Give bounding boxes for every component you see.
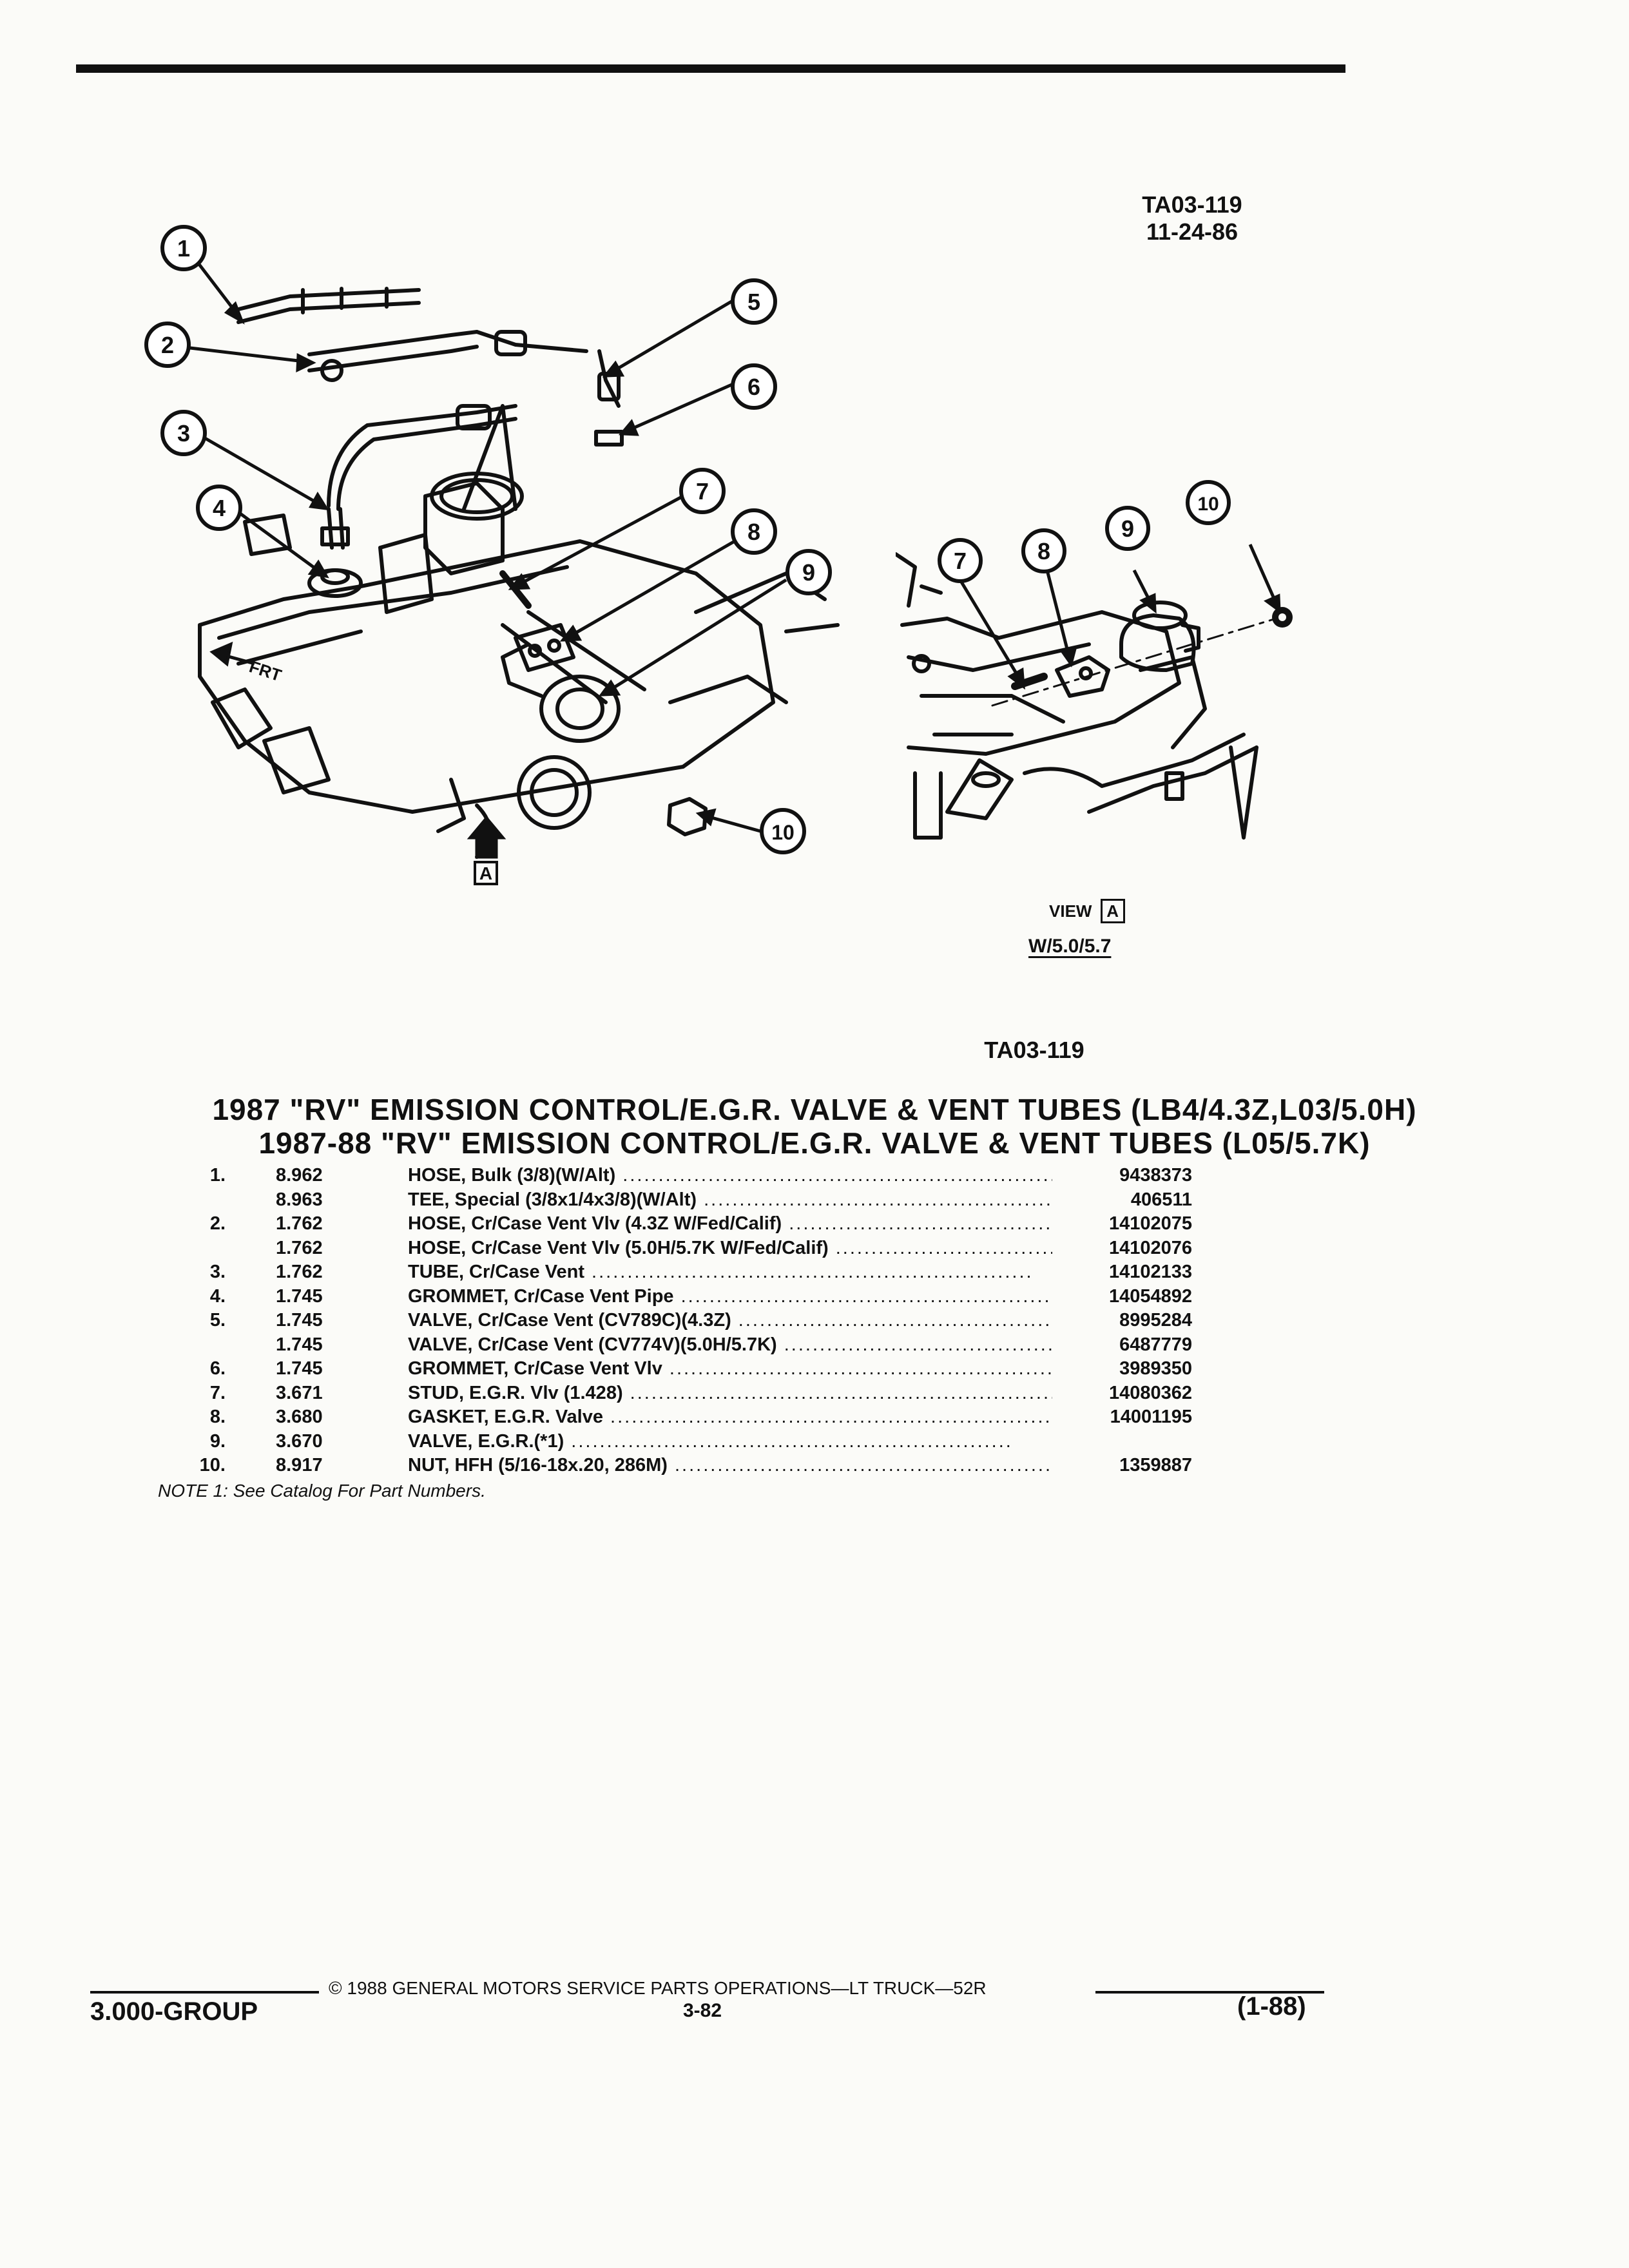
svg-text:9: 9 bbox=[802, 559, 815, 586]
footnote: NOTE 1: See Catalog For Part Numbers. bbox=[158, 1481, 486, 1501]
title-line-1: 1987 "RV" EMISSION CONTROL/E.G.R. VALVE … bbox=[212, 1093, 1417, 1126]
figure-code: TA03-119 bbox=[1142, 191, 1242, 218]
svg-text:7: 7 bbox=[696, 478, 709, 505]
svg-text:8: 8 bbox=[747, 519, 760, 545]
figure-code-bottom: TA03-119 bbox=[984, 1037, 1084, 1063]
callout-5 bbox=[731, 278, 777, 325]
svg-text:10: 10 bbox=[1197, 494, 1219, 515]
svg-text:3: 3 bbox=[177, 420, 190, 447]
revision-date: (1-88) bbox=[1237, 1992, 1306, 2021]
front-label: FRT bbox=[247, 657, 284, 685]
section-group: 3.000-GROUP bbox=[90, 1997, 258, 2026]
page-number: 3-82 bbox=[683, 2000, 722, 2021]
view-egr-valve bbox=[1119, 613, 1196, 672]
callout-6 bbox=[731, 363, 777, 410]
top-rule bbox=[76, 64, 1345, 73]
main-illustration: 1 2 3 4 5 6 7 8 9 10 FRT A bbox=[144, 225, 840, 885]
callout-8 bbox=[731, 508, 777, 555]
copyright: © 1988 GENERAL MOTORS SERVICE PARTS OPER… bbox=[329, 1978, 987, 1998]
nut bbox=[667, 797, 708, 836]
view-callout-8 bbox=[1021, 528, 1066, 573]
view-label: VIEW A bbox=[1049, 899, 1125, 923]
view-marker: A bbox=[479, 863, 492, 883]
view-gasket bbox=[1055, 655, 1110, 698]
svg-text:9: 9 bbox=[1121, 515, 1134, 542]
footer-rule-right bbox=[1095, 1991, 1324, 1994]
vent-tube bbox=[327, 404, 517, 508]
callout-10 bbox=[760, 808, 806, 854]
callout-1 bbox=[160, 225, 207, 271]
svg-text:10: 10 bbox=[771, 821, 795, 844]
svg-text:4: 4 bbox=[213, 495, 226, 521]
callout-3 bbox=[160, 410, 207, 456]
intake-manifold bbox=[198, 539, 775, 814]
egr-valve bbox=[539, 675, 621, 743]
vent-valve bbox=[597, 349, 621, 408]
figure-date: 11-24-86 bbox=[1146, 218, 1239, 245]
view-callout-10 bbox=[1186, 480, 1231, 525]
title-line-2: 1987-88 "RV" EMISSION CONTROL/E.G.R. VAL… bbox=[258, 1126, 1371, 1160]
callout-2 bbox=[144, 322, 191, 368]
view-caption: W/5.0/5.7 bbox=[1028, 936, 1112, 957]
svg-text:2: 2 bbox=[161, 332, 174, 358]
callout-7 bbox=[679, 468, 726, 514]
svg-text:5: 5 bbox=[747, 289, 760, 315]
hose-bulk bbox=[236, 288, 421, 311]
footer-rule-left bbox=[90, 1991, 319, 1994]
svg-text:7: 7 bbox=[954, 548, 967, 574]
callout-9 bbox=[786, 549, 832, 595]
egr-gasket bbox=[514, 623, 575, 672]
svg-text:8: 8 bbox=[1037, 538, 1050, 564]
view-callout-7 bbox=[938, 538, 983, 583]
vent-hose bbox=[307, 330, 479, 356]
view-a-illustration: 7 8 9 10 bbox=[896, 480, 1293, 840]
callout-4 bbox=[196, 485, 242, 531]
svg-text:1: 1 bbox=[177, 235, 190, 262]
svg-text:6: 6 bbox=[747, 374, 760, 400]
view-callout-9 bbox=[1105, 506, 1150, 551]
